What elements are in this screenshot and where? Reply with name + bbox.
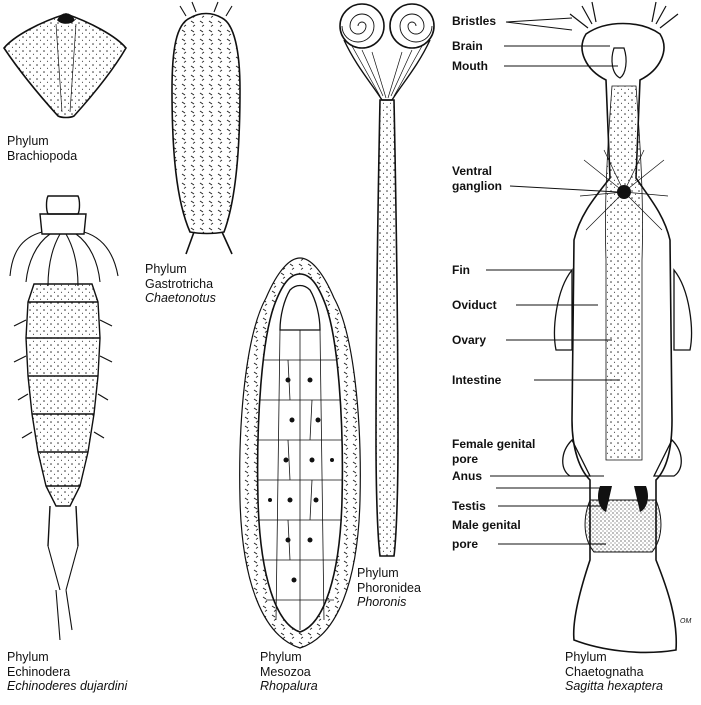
caption-phylum: Phylum	[357, 566, 421, 581]
label-fin: Fin	[452, 263, 470, 277]
caption-chaetognatha: Phylum Chaetognatha Sagitta hexaptera	[565, 650, 663, 694]
label-male-genital-pore-line1: Male genital	[452, 518, 521, 532]
label-ventral-ganglion-line2: ganglion	[452, 179, 502, 193]
caption-phylum: Phylum	[565, 650, 663, 665]
label-intestine: Intestine	[452, 373, 501, 387]
caption-phylum-name: Gastrotricha	[145, 277, 216, 292]
caption-phoronidea: Phylum Phoronidea Phoronis	[357, 566, 421, 610]
caption-phylum-name: Brachiopoda	[7, 149, 77, 164]
label-ventral-ganglion-line1: Ventral	[452, 164, 492, 178]
caption-phylum: Phylum	[7, 134, 77, 149]
label-brain: Brain	[452, 39, 483, 53]
label-female-genital-pore-line2: pore	[452, 452, 478, 466]
caption-species: Echinoderes dujardini	[7, 679, 127, 694]
label-testis: Testis	[452, 499, 486, 513]
caption-brachiopoda: Phylum Brachiopoda	[7, 134, 77, 163]
label-mouth: Mouth	[452, 59, 488, 73]
caption-phylum-name: Phoronidea	[357, 581, 421, 596]
caption-genus: Rhopalura	[260, 679, 318, 694]
chaetognatha-illustration	[555, 2, 692, 652]
caption-phylum: Phylum	[7, 650, 127, 665]
artist-signature: OM	[680, 618, 691, 625]
label-male-genital-pore-line2: pore	[452, 537, 478, 551]
echinodera-illustration	[10, 196, 118, 640]
label-leader-lines	[486, 18, 620, 544]
caption-echinodera: Phylum Echinodera Echinoderes dujardini	[7, 650, 127, 694]
mesozoa-illustration	[240, 258, 361, 648]
brachiopoda-illustration	[4, 14, 126, 118]
caption-phylum: Phylum	[145, 262, 216, 277]
caption-phylum: Phylum	[260, 650, 318, 665]
caption-gastrotricha: Phylum Gastrotricha Chaetonotus	[145, 262, 216, 306]
caption-phylum-name: Mesozoa	[260, 665, 318, 680]
caption-genus: Chaetonotus	[145, 291, 216, 306]
caption-phylum-name: Echinodera	[7, 665, 127, 680]
label-oviduct: Oviduct	[452, 298, 497, 312]
caption-genus: Phoronis	[357, 595, 421, 610]
caption-species: Sagitta hexaptera	[565, 679, 663, 694]
label-bristles: Bristles	[452, 14, 496, 28]
caption-phylum-name: Chaetognatha	[565, 665, 663, 680]
caption-mesozoa: Phylum Mesozoa Rhopalura	[260, 650, 318, 694]
label-ovary: Ovary	[452, 333, 486, 347]
label-female-genital-pore-line1: Female genital	[452, 437, 535, 451]
gastrotricha-illustration	[172, 2, 240, 254]
label-anus: Anus	[452, 469, 482, 483]
